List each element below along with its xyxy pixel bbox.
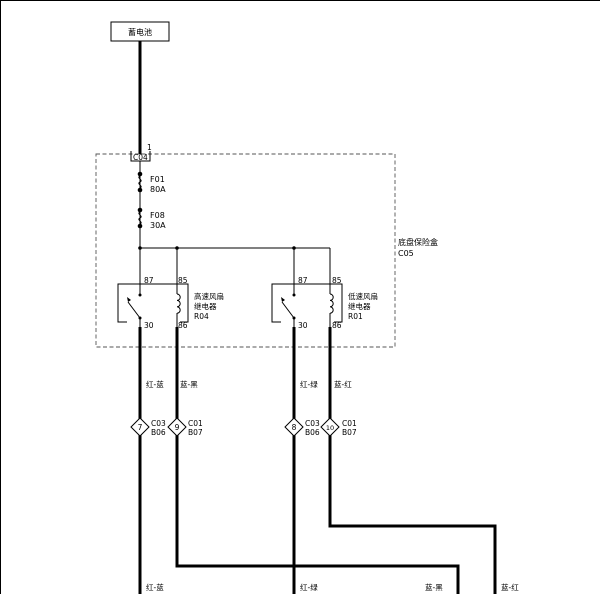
relay-r04-label-1: 高速风扇 [194, 291, 224, 301]
fuse-f01[interactable] [137, 171, 143, 193]
connector-pin: 10 [326, 424, 334, 432]
bottom-wire-label: 红-蓝 [146, 582, 164, 592]
battery-box[interactable]: 蓄电池 [110, 21, 170, 42]
relay-r01-label-2: 继电器 [348, 301, 371, 311]
connector-code: B06 [305, 428, 320, 437]
fuse-box-code: C05 [398, 249, 414, 258]
relay-r04-pin-30: 30 [144, 321, 154, 330]
top-connector-pin: 1 [147, 143, 152, 152]
relay-r04-pin-87: 87 [144, 276, 154, 285]
relay-r01-pin-87: 87 [298, 276, 308, 285]
fuse-f08-rating: 30A [150, 221, 166, 230]
relay-r04[interactable]: 87 85 30 86 [117, 276, 189, 330]
top-connector-code: C04 [133, 153, 148, 162]
connector-code: C03 [305, 419, 320, 428]
connector-code: B07 [188, 428, 203, 437]
relay-r01-code: R01 [348, 312, 363, 321]
connector-c01-pin-10[interactable]: 10 [320, 417, 340, 437]
bottom-wire-label: 蓝-红 [501, 582, 519, 592]
connector-c03-pin-8[interactable]: 8 [284, 417, 304, 437]
wire-label: 蓝-黑 [180, 379, 198, 389]
fuse-f01-name: F01 [150, 175, 165, 184]
connector-pin: 7 [138, 423, 143, 432]
top-connector[interactable]: C04 [130, 151, 151, 162]
wire-blue-black[interactable] [175, 327, 460, 594]
wire-label: 红-蓝 [146, 379, 164, 389]
relay-r01[interactable]: 87 85 30 86 [271, 276, 343, 330]
relay-r01-pin-30: 30 [298, 321, 308, 330]
relay-r01-pin-86: 86 [332, 321, 342, 330]
bottom-wire-label: 红-绿 [300, 582, 318, 592]
connector-code: B07 [342, 428, 357, 437]
relay-r04-code: R04 [194, 312, 209, 321]
relay-r04-label-2: 继电器 [194, 301, 217, 311]
fuse-box-label: 底盘保险盒 [398, 237, 438, 247]
connector-code: C01 [188, 419, 203, 428]
fuse-f01-rating: 80A [150, 185, 166, 194]
relay-r01-label-1: 低速风扇 [348, 291, 378, 301]
connector-code: B06 [151, 428, 166, 437]
connector-c01-pin-9[interactable]: 9 [167, 417, 187, 437]
fuse-f08[interactable] [137, 207, 143, 229]
relay-r01-pin-85: 85 [332, 276, 342, 285]
bottom-wire-label: 蓝-黑 [425, 582, 443, 592]
fuse-f08-name: F08 [150, 211, 165, 220]
wire-blue-red[interactable] [328, 327, 497, 594]
battery-label: 蓄电池 [128, 27, 152, 37]
relay-r04-pin-86: 86 [178, 321, 188, 330]
connector-pin: 8 [292, 423, 297, 432]
connector-pin: 9 [175, 423, 180, 432]
relay-r04-pin-85: 85 [178, 276, 188, 285]
wire-label: 红-绿 [300, 379, 318, 389]
connector-code: C01 [342, 419, 357, 428]
connector-c03-pin-7[interactable]: 7 [130, 417, 150, 437]
fuse-box-outline [95, 153, 396, 348]
connector-code: C03 [151, 419, 166, 428]
wire-label: 蓝-红 [334, 379, 352, 389]
